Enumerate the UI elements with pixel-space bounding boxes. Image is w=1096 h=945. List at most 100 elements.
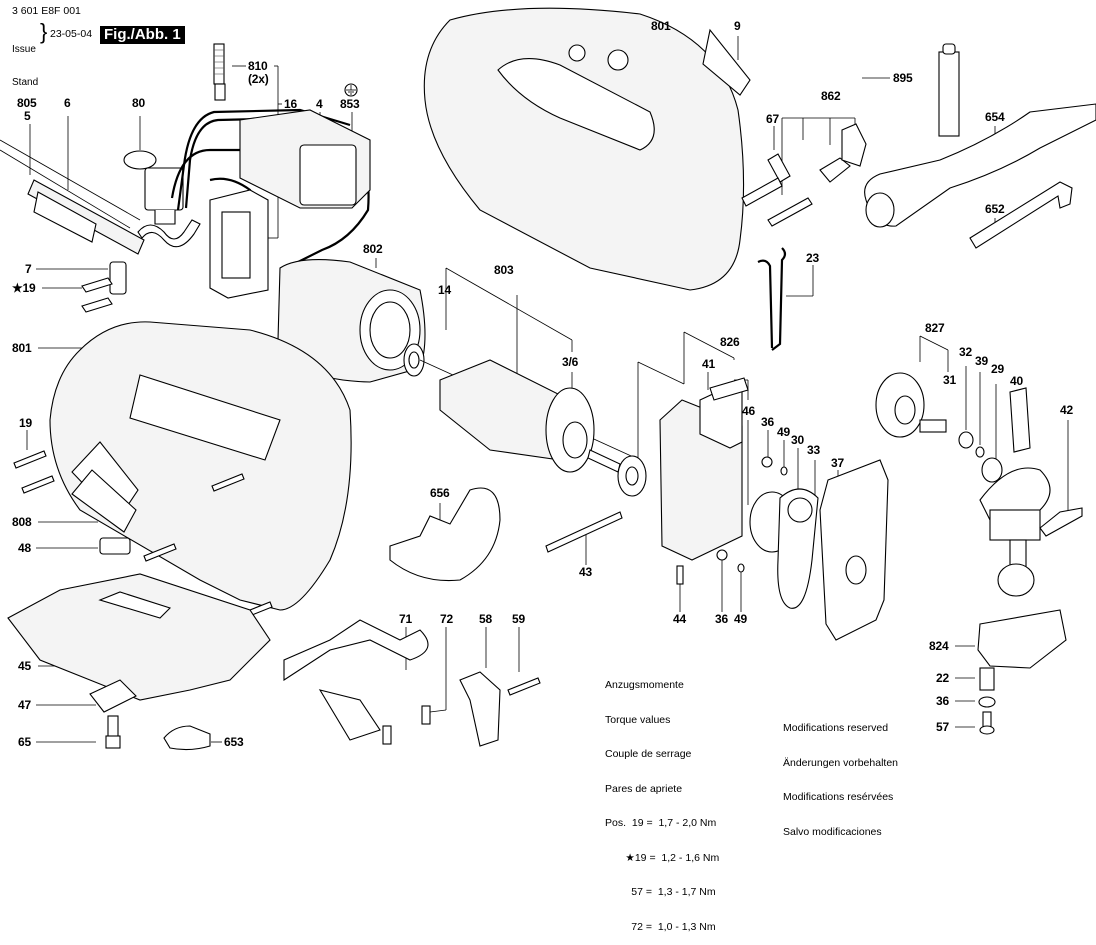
modifications-notice: Modifications reserved Änderungen vorbeh… — [783, 700, 898, 850]
callout-33: 33 — [807, 443, 820, 457]
callout-42: 42 — [1060, 403, 1073, 417]
part-roller-29 — [981, 457, 1003, 483]
callout-80: 80 — [132, 96, 145, 110]
callout-43: 43 — [579, 565, 592, 579]
torque-pos-label: Pos. — [605, 817, 627, 829]
part-gear-housing-826 — [659, 377, 749, 561]
part-washer-32 — [958, 431, 974, 449]
part-power-cord — [0, 139, 201, 255]
part-screw-57 — [979, 711, 995, 735]
issue-label-en: Issue — [12, 44, 36, 55]
callout-36-a: 36 — [761, 415, 774, 429]
callout-39: 39 — [975, 354, 988, 368]
callout-32: 32 — [959, 345, 972, 359]
part-eccentric-33 — [777, 488, 819, 609]
part-base-plate-45 — [7, 573, 271, 701]
part-housing-half-left — [49, 321, 352, 611]
callout-14: 14 — [438, 283, 451, 297]
part-carbon-brush — [213, 43, 226, 101]
part-washer-36c — [978, 696, 996, 708]
callout-895: 895 — [893, 71, 913, 85]
callout-58: 58 — [479, 612, 492, 626]
issue-brace: } — [40, 19, 48, 44]
torque-heading-en: Torque values — [605, 713, 671, 726]
callout-29: 29 — [991, 362, 1004, 376]
callout-16: 16 — [284, 97, 297, 111]
torque-row: ★19 = 1,2 - 1,6 Nm — [625, 851, 720, 864]
torque-value: 1,7 - 2,0 Nm — [658, 817, 717, 829]
part-guard-71 — [283, 619, 429, 741]
part-bearing-6 — [617, 455, 647, 497]
part-screws-19 — [13, 450, 273, 620]
torque-values-table: Anzugsmomente Torque values Couple de se… — [605, 657, 719, 945]
part-switch — [123, 150, 184, 225]
callout-36-b: 36 — [715, 612, 728, 626]
callout-7: 7 — [25, 262, 32, 276]
ground-icon — [344, 83, 358, 97]
figure-badge: Fig./Abb. 1 — [100, 26, 185, 44]
callout-9: 9 — [734, 19, 741, 33]
part-clip-49b — [737, 563, 745, 573]
torque-row: Pos. 19 = 1,7 - 2,0 Nm — [605, 817, 717, 829]
torque-heading-es: Pares de apriete — [605, 782, 683, 795]
part-gear-827 — [875, 372, 947, 438]
callout-71: 71 — [399, 612, 412, 626]
callout-801-top: 801 — [651, 19, 671, 33]
part-washer-36a — [761, 456, 773, 468]
callout-810: 810 — [248, 59, 268, 73]
callout-48: 48 — [18, 541, 31, 555]
part-spring-clip-23 — [757, 247, 787, 351]
callout-72: 72 — [440, 612, 453, 626]
part-label-9 — [702, 28, 751, 96]
part-switch-lever-67 — [741, 153, 791, 207]
callout-826: 826 — [720, 335, 740, 349]
part-pin-862 — [767, 123, 867, 227]
part-plunger-40 — [979, 387, 1051, 597]
callout-810-qty: (2x) — [248, 72, 269, 86]
part-housing-half-right — [423, 7, 745, 291]
part-clip-39 — [975, 446, 985, 458]
callout-40: 40 — [1010, 374, 1023, 388]
callout-5: 5 — [24, 109, 31, 123]
torque-pos: 19 — [631, 817, 644, 829]
modifications-de: Änderungen vorbehalten — [783, 756, 899, 769]
part-pad-48 — [99, 537, 131, 555]
callout-656: 656 — [430, 486, 450, 500]
callout-824: 824 — [929, 639, 949, 653]
callout-853: 853 — [340, 97, 360, 111]
callout-3-6: 3/6 — [562, 355, 579, 369]
part-screw-72 — [382, 705, 431, 745]
part-bearing-14 — [403, 343, 425, 377]
callout-654: 654 — [985, 110, 1005, 124]
part-armature-803 — [419, 359, 641, 473]
torque-heading-fr: Couple de serrage — [605, 748, 692, 760]
part-washer-36b — [716, 549, 728, 561]
part-extraction-adapter-654 — [864, 103, 1096, 228]
callout-46: 46 — [742, 404, 755, 418]
torque-pos: 72 — [631, 920, 643, 933]
part-speed-control — [239, 109, 371, 209]
callout-801-left: 801 — [12, 341, 32, 355]
part-grease-tube-895 — [938, 43, 960, 137]
callout-805: 805 — [17, 96, 37, 110]
modifications-es: Salvo modificaciones — [783, 825, 882, 838]
callout-30: 30 — [791, 433, 804, 447]
part-clamp-47 — [89, 679, 137, 713]
part-field-802 — [277, 259, 426, 383]
callout-22: 22 — [936, 671, 949, 685]
exploded-parts-diagram — [0, 7, 1096, 751]
callout-47: 47 — [18, 698, 31, 712]
callout-59: 59 — [512, 612, 525, 626]
callout-808: 808 — [12, 515, 32, 529]
part-blade-clamp-42 — [1039, 507, 1083, 537]
part-hex-key-652 — [969, 181, 1073, 249]
callout-803: 803 — [494, 263, 514, 277]
part-label-808 — [71, 469, 137, 533]
issue-label-de: Stand — [12, 77, 39, 88]
part-code: 3 601 E8F 001 — [12, 5, 81, 17]
callout-19: 19 — [19, 416, 32, 430]
issue-date: 23-05-04 — [50, 28, 93, 40]
callout-57: 57 — [936, 720, 949, 734]
part-clip-49a — [780, 466, 788, 476]
part-spring-22 — [979, 667, 995, 691]
